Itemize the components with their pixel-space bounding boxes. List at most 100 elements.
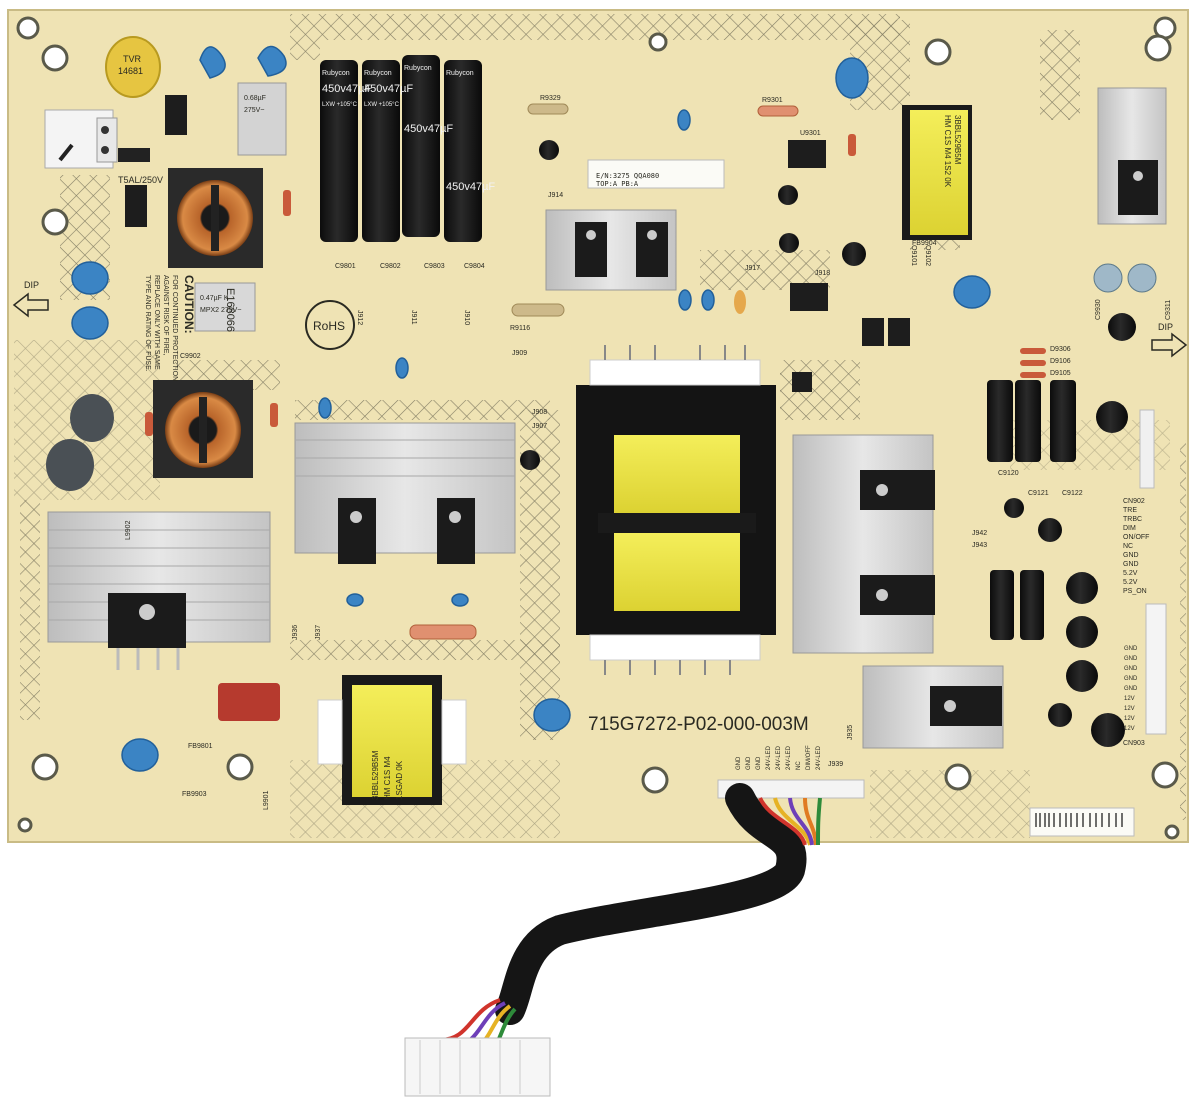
dip-arrow-right: DIP bbox=[1151, 322, 1188, 358]
svg-text:J909: J909 bbox=[512, 350, 527, 357]
svg-text:D9105: D9105 bbox=[1050, 370, 1071, 377]
svg-text:MPX2 275V~: MPX2 275V~ bbox=[200, 307, 241, 314]
svg-text:J912: J912 bbox=[356, 310, 363, 325]
svg-text:GND: GND bbox=[746, 756, 752, 770]
svg-text:REPLACE ONLY WITH SAME: REPLACE ONLY WITH SAME bbox=[153, 275, 160, 370]
svg-text:J942: J942 bbox=[972, 530, 987, 537]
heatsink-primary bbox=[545, 209, 677, 291]
svg-text:J937: J937 bbox=[315, 625, 322, 640]
svg-text:3BBL529B5M: 3BBL529B5M bbox=[953, 115, 962, 165]
svg-text:GND: GND bbox=[1124, 676, 1138, 682]
svg-text:GND: GND bbox=[1124, 666, 1138, 672]
standby-caps bbox=[1093, 263, 1157, 293]
svg-text:FB9903: FB9903 bbox=[182, 791, 207, 798]
svg-text:J935: J935 bbox=[847, 725, 854, 740]
svg-text:Rubycon: Rubycon bbox=[364, 70, 392, 77]
heatsink-output bbox=[862, 665, 1004, 749]
svg-text:GND: GND bbox=[1123, 552, 1139, 559]
inductor bbox=[125, 185, 147, 227]
svg-text:J910: J910 bbox=[463, 310, 470, 325]
heatsink-bridge bbox=[47, 511, 271, 670]
svg-text:LXW +105°C: LXW +105°C bbox=[322, 102, 358, 108]
resistors bbox=[409, 103, 799, 640]
svg-text:C9902: C9902 bbox=[180, 353, 201, 360]
copper-pour-hatching bbox=[14, 14, 1186, 838]
svg-text:FB9904: FB9904 bbox=[912, 240, 937, 247]
rohs-mark: RoHS bbox=[305, 300, 355, 350]
svg-text:E/N:3275 QQA080: E/N:3275 QQA080 bbox=[596, 172, 659, 180]
svg-text:14681: 14681 bbox=[118, 66, 143, 76]
svg-text:J907: J907 bbox=[532, 423, 547, 430]
fuse bbox=[118, 148, 150, 162]
signal-diodes bbox=[145, 134, 1046, 436]
svg-text:24V-LED: 24V-LED bbox=[766, 745, 772, 770]
svg-text:PS_ON: PS_ON bbox=[1123, 588, 1147, 595]
svg-text:DIP: DIP bbox=[24, 280, 39, 290]
svg-text:J908: J908 bbox=[532, 409, 547, 416]
svg-text:12V: 12V bbox=[1124, 726, 1135, 732]
thermistor bbox=[70, 394, 114, 442]
svg-text:Rubycon: Rubycon bbox=[404, 65, 432, 72]
svg-text:450v47µF: 450v47µF bbox=[364, 83, 413, 95]
standby-transformer: 3BBL529B5M HM C1S M4 1S2 0K bbox=[902, 105, 972, 240]
svg-text:Rubycon: Rubycon bbox=[446, 70, 474, 77]
board-part-number: 715G7272-P02-000-003M bbox=[588, 714, 809, 735]
ceramic-capacitors bbox=[71, 45, 991, 772]
svg-text:TRBC: TRBC bbox=[1123, 516, 1142, 523]
common-mode-choke bbox=[153, 380, 253, 478]
svg-text:DIP: DIP bbox=[1158, 322, 1173, 332]
svg-text:C9930: C9930 bbox=[1095, 299, 1102, 320]
serial-barcode bbox=[1029, 807, 1135, 837]
heatsink-pfc bbox=[294, 422, 516, 564]
svg-text:Rubycon: Rubycon bbox=[322, 70, 350, 77]
svg-text:5.2V: 5.2V bbox=[1123, 570, 1138, 577]
connector-cn902 bbox=[1139, 409, 1155, 489]
svg-text:GND: GND bbox=[1124, 646, 1138, 652]
svg-text:C9121: C9121 bbox=[1028, 490, 1049, 497]
lower-connector-pins: GND GND GND 24V-LED 24V-LED 24V-LED NC D… bbox=[736, 745, 822, 770]
svg-text:R9329: R9329 bbox=[540, 95, 561, 102]
svg-text:GND: GND bbox=[756, 756, 762, 770]
main-transformer bbox=[576, 345, 776, 675]
capacitor-refs: C9801 C9802 C9803 C9804 bbox=[335, 263, 485, 270]
barcode-label: E/N:3275 QQA080 TOP:A PB:A bbox=[587, 159, 725, 189]
svg-text:275V~: 275V~ bbox=[244, 107, 264, 114]
svg-text:HM C1S M4 1S2 0K: HM C1S M4 1S2 0K bbox=[943, 115, 952, 188]
svg-text:1SGAD 0K: 1SGAD 0K bbox=[395, 760, 404, 800]
svg-text:450v47µF: 450v47µF bbox=[446, 181, 495, 193]
ac-input-connector bbox=[44, 109, 118, 169]
svg-text:J911: J911 bbox=[410, 310, 417, 325]
svg-text:J918: J918 bbox=[815, 270, 830, 277]
svg-text:24V-LED: 24V-LED bbox=[816, 745, 822, 770]
heatsink-standby bbox=[1097, 87, 1167, 225]
svg-text:J914: J914 bbox=[548, 192, 563, 199]
common-mode-choke bbox=[168, 168, 263, 268]
svg-text:C9122: C9122 bbox=[1062, 490, 1083, 497]
svg-text:C9802: C9802 bbox=[380, 263, 401, 270]
svg-text:L9902: L9902 bbox=[125, 520, 132, 540]
svg-text:L9901: L9901 bbox=[263, 790, 270, 810]
svg-text:3BBL529B5M: 3BBL529B5M bbox=[371, 750, 380, 800]
svg-text:24V-LED: 24V-LED bbox=[786, 745, 792, 770]
svg-text:GND: GND bbox=[736, 756, 742, 770]
svg-text:TVR: TVR bbox=[123, 54, 142, 64]
dip-arrow-left: DIP bbox=[12, 280, 49, 318]
svg-text:GND: GND bbox=[1124, 686, 1138, 692]
output-capacitors bbox=[520, 140, 1136, 747]
svg-text:HM C1S M4: HM C1S M4 bbox=[383, 756, 392, 800]
ul-file-number: E168066 bbox=[224, 288, 236, 332]
bulk-capacitors: Rubycon Rubycon Rubycon Rubycon 450v47µF… bbox=[320, 55, 495, 242]
svg-text:TOP:A PB:A: TOP:A PB:A bbox=[596, 180, 639, 188]
svg-text:12V: 12V bbox=[1124, 706, 1135, 712]
output-pin-labels: GND GND GND GND GND 12V 12V 12V 12V bbox=[1124, 646, 1138, 732]
aux-transformer: 3BBL529B5M HM C1S M4 1SGAD 0K bbox=[317, 675, 467, 805]
x-capacitor: 0.47µF K MPX2 275V~ bbox=[194, 282, 256, 332]
x-capacitor: 0.68µF 275V~ bbox=[237, 82, 287, 156]
svg-text:GND: GND bbox=[1124, 656, 1138, 662]
film-capacitor bbox=[218, 683, 280, 721]
svg-text:DIM/OFF: DIM/OFF bbox=[806, 745, 812, 770]
svg-text:C9804: C9804 bbox=[464, 263, 485, 270]
tantalum-capacitor bbox=[734, 290, 746, 314]
svg-text:CN903: CN903 bbox=[1123, 740, 1145, 747]
